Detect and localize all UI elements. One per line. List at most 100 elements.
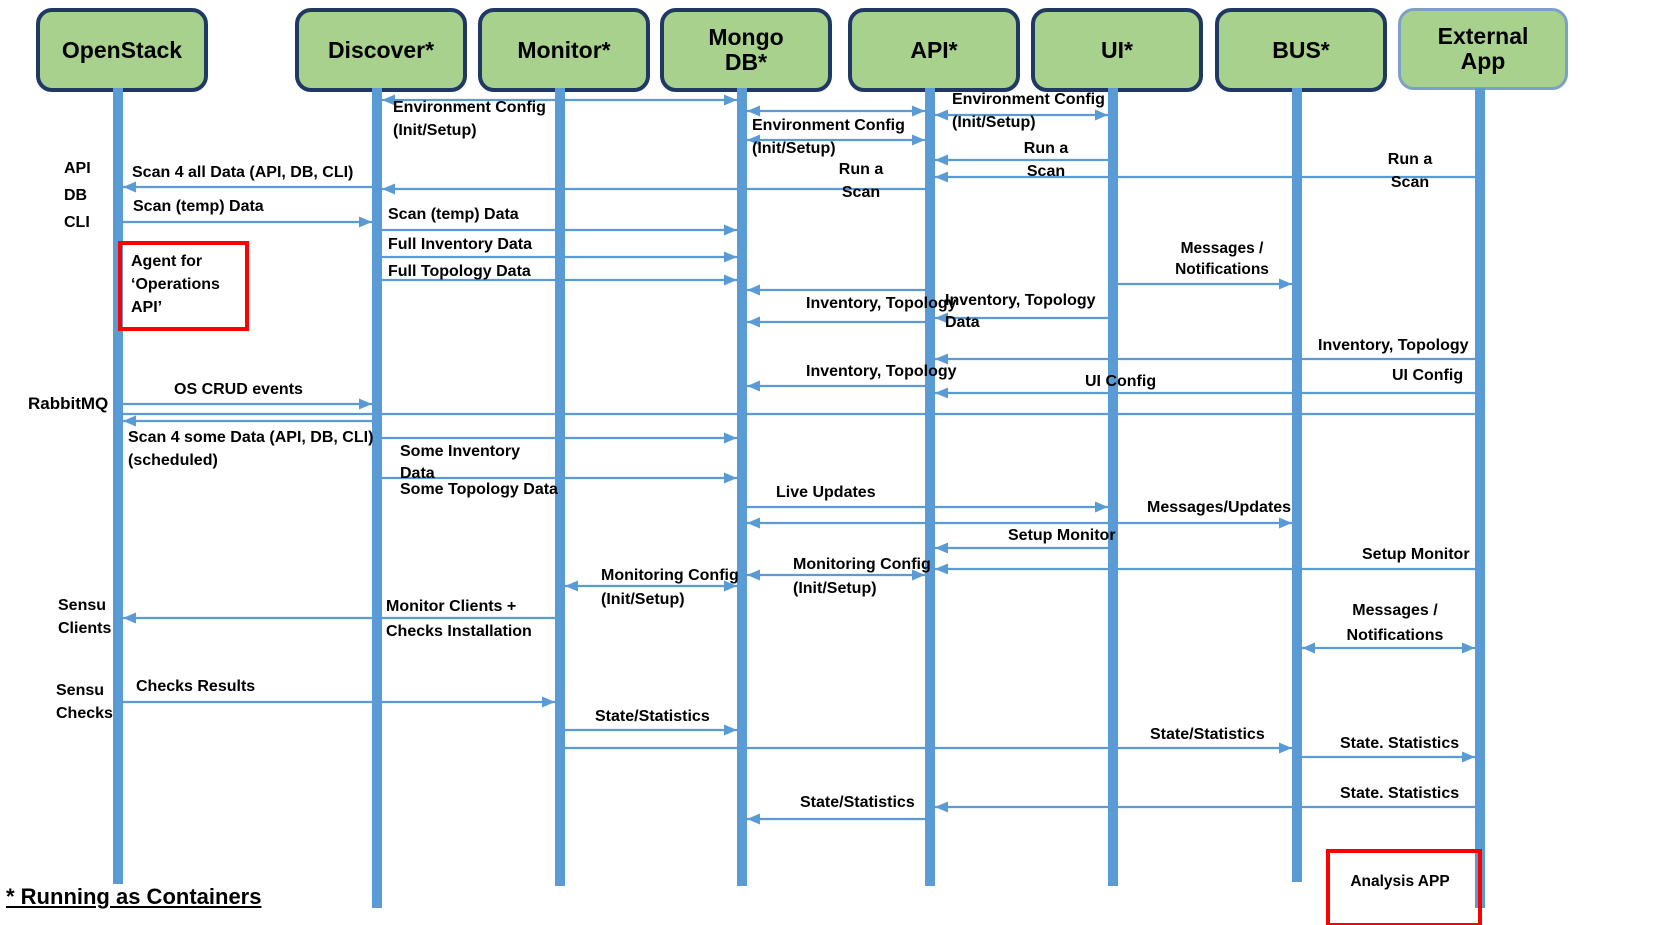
message-label: Messages / Notifications	[1175, 240, 1269, 278]
arrow-mongodb-to-api	[747, 105, 925, 117]
component-box-bus: BUS*	[1215, 8, 1387, 92]
message-label: Full Inventory Data	[388, 236, 533, 253]
arrow-external-to-api	[935, 171, 1475, 183]
annotation-box-analysis-app	[1326, 849, 1482, 925]
arrow-ui-to-bus	[1118, 278, 1292, 290]
arrow-bus-to-external	[1302, 642, 1475, 654]
arrow-mongodb-to-api	[747, 134, 925, 146]
arrow-api-to-discover	[382, 183, 925, 195]
arrow-mongodb-to-api	[747, 569, 925, 581]
message-label: Messages / Notifications	[1346, 602, 1444, 644]
message-label: RabbitMQ	[28, 394, 109, 413]
lifeline-discover	[372, 88, 382, 908]
arrow-discover-to-openstack	[123, 415, 372, 427]
message-label: State/Statistics	[800, 794, 915, 811]
message-label: Monitoring Config (Init/Setup)	[601, 567, 739, 608]
lifeline-bus	[1292, 88, 1302, 882]
component-box-external: External App	[1398, 8, 1568, 90]
message-label: State/Statistics	[595, 708, 710, 725]
arrow-bus-to-external	[1302, 751, 1475, 763]
lifeline-openstack	[113, 88, 123, 884]
message-label: Some Inventory Data	[400, 443, 521, 482]
arrow-discover-to-openstack	[123, 181, 372, 193]
message-label: Sensu Clients	[58, 597, 112, 637]
message-label: Full Topology Data	[388, 263, 531, 280]
arrow-monitor-to-mongodb	[565, 580, 737, 592]
message-label: Scan 4 some Data (API, DB, CLI) (schedul…	[128, 429, 374, 469]
lifeline-ui	[1108, 88, 1118, 886]
message-label: Setup Monitor	[1362, 546, 1470, 563]
message-label: Analysis APP	[1350, 873, 1450, 890]
arrow-discover-to-mongodb	[382, 94, 737, 106]
message-label: Some Topology Data	[400, 481, 558, 498]
component-box-openstack: OpenStack	[36, 8, 208, 92]
component-box-api: API*	[848, 8, 1020, 92]
message-label: Environment Config (Init/Setup)	[952, 91, 1105, 131]
arrow-ui-to-api	[935, 154, 1108, 166]
component-box-mongodb: Mongo DB*	[660, 8, 832, 92]
arrow-discover-to-mongodb	[382, 432, 737, 444]
arrow-monitor-to-openstack	[123, 612, 555, 624]
message-label: Monitor Clients + Checks Installation	[386, 598, 532, 640]
message-label: Inventory, Topology	[1318, 337, 1469, 354]
component-box-monitor: Monitor*	[478, 8, 650, 92]
lifeline-api	[925, 88, 935, 886]
arrow-discover-to-mongodb	[382, 251, 737, 263]
arrow-monitor-to-bus	[565, 742, 1292, 754]
arrow-external-to-api	[935, 801, 1475, 813]
message-label: Inventory, Topology	[806, 295, 957, 312]
arrow-api-to-mongodb	[747, 316, 925, 328]
message-label: State. Statistics	[1340, 735, 1460, 752]
arrow-ui-to-api	[935, 542, 1108, 554]
message-label: Monitoring Config (Init/Setup)	[793, 556, 931, 597]
message-label: Sensu Checks	[56, 682, 113, 722]
message-label: Environment Config (Init/Setup)	[752, 117, 905, 157]
message-label: Run a Scan	[1387, 151, 1433, 191]
arrow-external-to-api	[935, 353, 1475, 365]
lifeline-mongodb	[737, 88, 747, 886]
message-label: OS CRUD events	[174, 381, 303, 398]
arrow-external-to-api	[935, 563, 1475, 575]
arrow-api-to-mongodb	[747, 813, 925, 825]
message-label: UI Config	[1085, 373, 1157, 390]
message-label: Scan 4 all Data (API, DB, CLI)	[132, 164, 354, 181]
arrow-openstack-to-discover	[123, 398, 372, 410]
message-label: Scan (temp) Data	[388, 206, 519, 223]
arrow-discover-to-mongodb	[382, 224, 737, 236]
message-label: UI Config	[1392, 367, 1464, 384]
message-label: Inventory, Topology Data	[945, 292, 1096, 331]
arrow-discover-to-mongodb	[382, 274, 737, 286]
component-box-ui: UI*	[1031, 8, 1203, 92]
message-label: Setup Monitor	[1008, 527, 1116, 544]
annotation-box-agent-operations-api	[118, 241, 249, 331]
footnote-running-as-containers: * Running as Containers	[6, 884, 262, 909]
message-label: API DB CLI	[64, 160, 91, 231]
arrow-api-to-mongodb	[747, 380, 925, 392]
arrow-monitor-to-mongodb	[565, 724, 737, 736]
arrow-openstack-to-monitor	[123, 696, 555, 708]
arrow-openstack-to-discover	[123, 216, 372, 228]
message-label: State/Statistics	[1150, 726, 1265, 743]
lifeline-monitor	[555, 88, 565, 886]
arrow-mongodb-to-bus	[747, 517, 1292, 529]
message-label: Scan (temp) Data	[133, 198, 264, 215]
arrow-discover-to-mongodb	[382, 472, 737, 484]
message-label: Environment Config (Init/Setup)	[393, 99, 546, 139]
message-label: Checks Results	[136, 678, 256, 695]
arrow-api-to-mongodb	[747, 284, 925, 296]
arrow-external-to-api	[935, 387, 1475, 399]
message-label: Messages/Updates	[1147, 499, 1292, 516]
message-label: State. Statistics	[1340, 785, 1460, 802]
arrow-mongodb-to-ui	[747, 501, 1108, 513]
message-label: Run a Scan	[838, 161, 884, 201]
message-label: Run a Scan	[1023, 140, 1069, 180]
arrow-ui-to-api	[935, 312, 1108, 324]
arrow-api-to-ui	[935, 109, 1108, 121]
message-label: Inventory, Topology	[806, 363, 957, 380]
message-label: Agent for ‘Operations API’	[131, 253, 220, 316]
